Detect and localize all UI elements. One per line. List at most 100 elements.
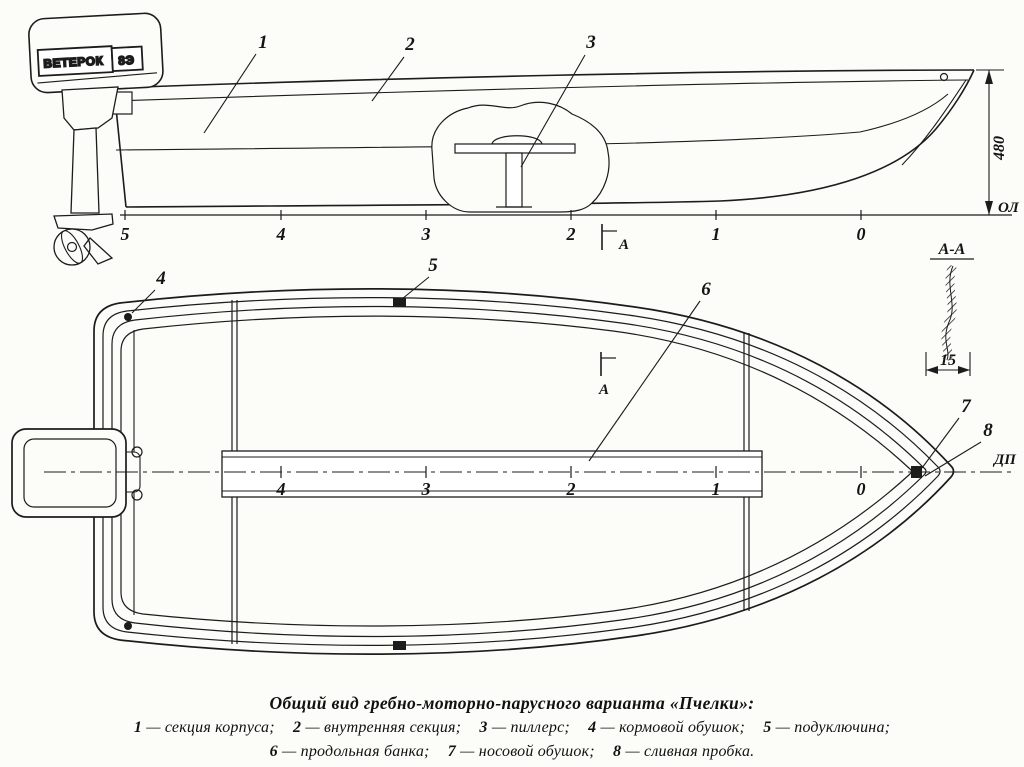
legend-text: — продольная банка;	[277, 743, 430, 761]
legend-text: — секция корпуса;	[142, 719, 275, 737]
legend-item-3: 3 — пиллерс;	[479, 719, 570, 736]
motor-model-plate	[110, 45, 144, 73]
legend-num: 6	[269, 743, 278, 761]
station-label: 3	[421, 224, 431, 244]
station-label: 0	[857, 224, 866, 244]
dim-15-label: 15	[940, 352, 956, 369]
bottom-line	[125, 69, 975, 208]
leader-8	[924, 441, 982, 477]
legend-text: — внутренняя секция;	[301, 719, 462, 737]
section-a-label-side: А	[618, 237, 629, 253]
leader-3	[520, 54, 586, 168]
legend-text: — кормовой обушок;	[596, 719, 746, 737]
hull-profile	[113, 69, 975, 208]
motor-brand-label: ВЕТЕРОК	[43, 54, 104, 71]
station-label: 4	[276, 479, 286, 499]
pillar	[505, 152, 523, 208]
bench-outline	[221, 450, 763, 498]
bow-eye	[911, 466, 922, 478]
plan-view: ДП 4 3 2 1 0	[11, 255, 1017, 655]
legend-item-7: 7 — носовой обушок;	[448, 743, 595, 760]
centerline-group: ДП	[44, 452, 1017, 473]
legend-num: 2	[292, 719, 302, 737]
section-marker-a-side: А	[601, 224, 629, 253]
propeller	[53, 228, 91, 266]
outline-sheer-strake	[111, 305, 927, 638]
propeller-blade	[60, 230, 84, 264]
station-ticks-side	[124, 210, 862, 220]
station-numbers-side: 5 4 3 2 1 0	[121, 224, 866, 244]
motor-bracket	[61, 86, 119, 131]
baseline-label: ОЛ	[998, 200, 1019, 216]
dimension-15: 15	[925, 352, 971, 376]
cavitation-plate	[53, 213, 114, 231]
leader-6	[588, 300, 701, 462]
leader-7	[921, 417, 960, 469]
outline-gunwale-outer	[93, 288, 955, 655]
station-label: 5	[121, 224, 130, 244]
station-label: 2	[566, 224, 576, 244]
plan-fittings	[124, 298, 922, 650]
station-label: 3	[421, 479, 431, 499]
callout-2: 2	[404, 34, 415, 55]
legend-text: — подуключина;	[771, 719, 891, 737]
chine-line	[115, 93, 949, 151]
motor-cowl: ВЕТЕРОК 8Э	[28, 12, 164, 94]
plan-callouts: 4 5 6 7 8	[131, 255, 993, 477]
section-aa-title: А-А	[938, 241, 966, 258]
legend-item-4: 4 — кормовой обушок;	[588, 719, 745, 736]
outline-hull-interior	[120, 315, 913, 627]
legend-item-1: 1 — секция корпуса;	[134, 719, 275, 736]
skeg	[83, 237, 114, 265]
legend-item-2: 2 — внутренняя секция;	[293, 719, 461, 736]
mast-thwart	[454, 143, 576, 154]
motor-bracket-plan	[11, 428, 143, 518]
leader-5	[401, 276, 430, 300]
callout-6: 6	[701, 279, 711, 300]
leader-4	[131, 289, 156, 314]
gunwale-cross-section-line	[945, 265, 954, 361]
station-label: 1	[712, 224, 721, 244]
side-baseline	[120, 210, 1012, 220]
outline-gunwale-inner	[102, 297, 941, 646]
legend-item-8: 8 — сливная пробка.	[613, 743, 754, 760]
station-label: 1	[712, 479, 721, 499]
plan-outlines	[93, 288, 955, 655]
center-bench	[221, 450, 763, 498]
dim-480-label: 480	[991, 136, 1008, 161]
oarlock-socket-bottom	[393, 641, 406, 650]
legend-text: — сливная пробка.	[621, 743, 755, 761]
stern-eye-top	[124, 313, 132, 321]
station-label: 2	[566, 479, 576, 499]
side-callouts: 1 2 3	[203, 32, 596, 168]
legend-line-2: 6 — продольная банка; 7 — носовой обушок…	[0, 740, 1024, 764]
clamp-screw-bottom	[131, 489, 143, 501]
section-marker-a-plan: А	[598, 352, 616, 398]
deck-line	[113, 79, 969, 102]
oarlock-socket-top	[393, 298, 406, 307]
height-dimension: 480 ОЛ	[976, 69, 1019, 216]
station-label: 4	[276, 224, 286, 244]
legend-num: 1	[133, 719, 143, 737]
outboard-motor: ВЕТЕРОК 8Э	[28, 12, 164, 266]
legend-num: 4	[588, 719, 597, 737]
legend-num: 5	[763, 719, 772, 737]
legend-line-1: 1 — секция корпуса; 2 — внутренняя секци…	[0, 716, 1024, 740]
callout-7: 7	[961, 396, 972, 417]
legend-item-6: 6 — продольная банка;	[270, 743, 430, 760]
station-label: 0	[857, 479, 866, 499]
cutaway-section	[431, 101, 610, 213]
side-view: ВЕТЕРОК 8Э	[28, 12, 1019, 266]
callout-5: 5	[428, 255, 438, 276]
leader-2	[371, 56, 405, 102]
motor-model-label: 8Э	[118, 53, 135, 68]
callout-3: 3	[585, 32, 596, 53]
station-numbers-plan: 4 3 2 1 0	[276, 479, 866, 499]
arrow-up	[985, 70, 993, 84]
figure-caption: Общий вид гребно-моторно-парусного вариа…	[0, 690, 1024, 764]
callout-4: 4	[155, 268, 166, 289]
callout-1: 1	[258, 32, 268, 53]
callout-8: 8	[983, 420, 993, 441]
legend-text: — пиллерс;	[487, 719, 570, 737]
